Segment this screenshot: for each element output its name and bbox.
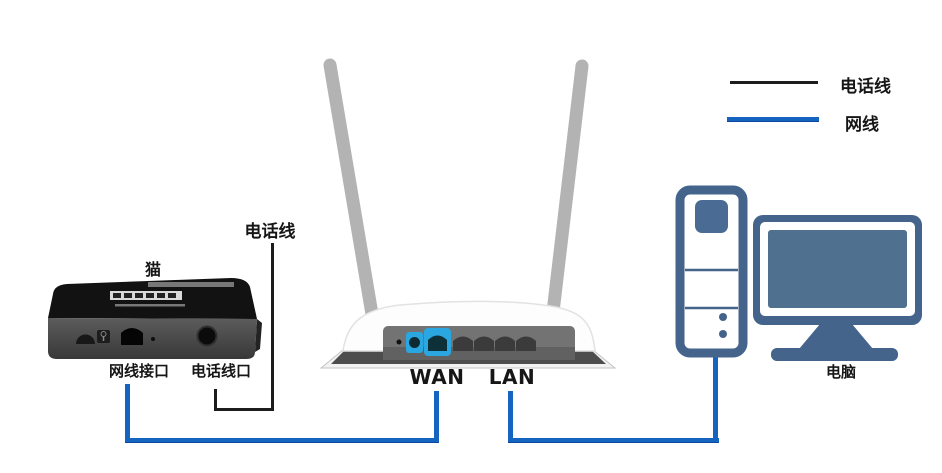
phone-line-vertical	[271, 243, 274, 411]
ethernet-cable-wan-vertical	[434, 391, 439, 443]
modem-vent-row	[148, 282, 234, 287]
router-wan-label: WAN	[409, 365, 465, 389]
legend-label-ethernet: 网线	[845, 115, 879, 135]
modem-title: 猫	[144, 260, 162, 279]
ethernet-cable-modem-vertical	[125, 384, 130, 443]
modem-ethernet-port	[121, 328, 143, 345]
computer-illustration	[675, 185, 922, 361]
legend-phone-line-sample	[730, 81, 818, 84]
modem-phone-port	[196, 325, 218, 347]
router-antenna-left	[323, 58, 383, 345]
ethernet-cable-lan-vertical	[508, 391, 513, 443]
router-lan-ports	[453, 336, 536, 351]
legend-label-phone-line: 电话线	[840, 77, 891, 97]
computer-monitor-stand	[799, 324, 873, 349]
modem-phone-port-label: 电话线口	[190, 362, 252, 380]
modem-reset-dot	[151, 337, 155, 341]
modem-illustration	[48, 278, 262, 359]
computer-monitor-base	[771, 348, 898, 361]
computer-tower-bay	[695, 200, 728, 233]
router-antenna-right	[542, 59, 589, 353]
phone-line-label: 电话线	[244, 222, 296, 242]
modem-side-edge	[255, 319, 262, 352]
computer-label: 电脑	[825, 363, 857, 381]
modem-ethernet-port-label: 网线接口	[108, 362, 170, 380]
computer-tower	[675, 185, 748, 358]
legend-ethernet-line-sample	[727, 117, 819, 122]
computer-monitor-screen	[768, 230, 907, 308]
phone-line-port-stub	[214, 389, 217, 411]
modem-vent-row2	[115, 304, 185, 307]
router-lan-label: LAN	[488, 365, 536, 389]
ethernet-cable-computer-horizontal	[508, 438, 719, 443]
ethernet-cable-modem-horizontal	[125, 438, 439, 443]
ethernet-cable-computer-vertical	[713, 352, 718, 443]
router-reset-dot	[396, 339, 402, 345]
router-illustration	[320, 58, 617, 369]
modem-power-port	[76, 334, 95, 344]
phone-line-horizontal	[214, 408, 274, 411]
